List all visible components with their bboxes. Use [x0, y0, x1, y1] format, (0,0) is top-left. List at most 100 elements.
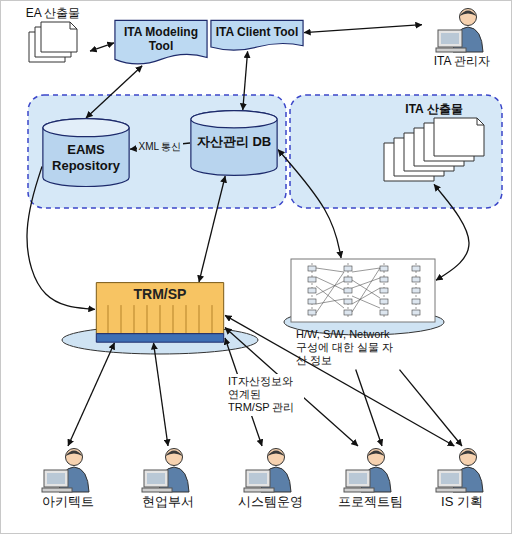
monitor-screen	[47, 473, 65, 484]
thumbnail-device	[344, 310, 352, 315]
thumbnail-device	[308, 266, 316, 271]
trm-stripe	[134, 305, 135, 333]
person-icon	[422, 6, 502, 54]
person-head	[460, 9, 477, 26]
keyboard	[42, 488, 72, 492]
trm-stripe	[147, 305, 148, 333]
node-label: IS 기획	[424, 494, 500, 510]
person-hair	[368, 451, 385, 457]
thumbnail-link	[352, 268, 380, 272]
cylinder-top	[191, 111, 277, 128]
thumbnail-device	[380, 299, 388, 304]
thumbnail-link	[316, 299, 344, 304]
keyboard	[142, 488, 172, 492]
document-page	[41, 22, 77, 52]
person-head	[460, 449, 477, 466]
connector-arrow	[356, 370, 382, 446]
thumbnail-device	[308, 277, 316, 282]
person-node: ITA 관리자	[422, 6, 502, 68]
keyboard	[436, 488, 466, 492]
node-label: EA 산출물	[16, 6, 90, 20]
monitor	[246, 470, 270, 487]
thumbnail-link	[352, 268, 380, 312]
connector-arrow	[243, 51, 248, 110]
person-node: 시스템운영	[230, 446, 310, 510]
trm-stripe	[108, 305, 109, 333]
connector-arrow	[434, 184, 469, 280]
thumbnail-device	[308, 299, 316, 304]
database-cylinder: 자산관리 DB	[190, 110, 278, 176]
node-label: ITA 관리자	[422, 54, 502, 68]
person-node: 프로젝트팀	[330, 446, 410, 510]
trm-stripe	[199, 305, 200, 333]
trm-stripe	[186, 305, 187, 333]
person-node: 현업부서	[130, 446, 206, 510]
network-node: H/W, S/W, Network 구성에 대한 실물 자산 정보	[290, 258, 436, 370]
thumbnail-device	[412, 310, 420, 315]
monitor	[144, 470, 168, 487]
document-stack	[16, 20, 90, 70]
output-region	[290, 95, 502, 208]
note-label: IT자산정보와 연계된 TRM/SP 관리	[226, 374, 304, 416]
cylinder-body	[191, 111, 277, 176]
thumbnail-device	[308, 310, 316, 315]
trm-base	[96, 334, 223, 343]
trm-stripe	[121, 305, 122, 333]
thumbnail-link	[352, 278, 380, 288]
thumbnail-device	[308, 288, 316, 293]
monitor	[438, 470, 462, 487]
monitor	[438, 30, 462, 47]
person-hair	[460, 451, 477, 457]
document-shape	[115, 20, 207, 63]
thumbnail-device	[344, 288, 352, 293]
tool-document: ITA Client Tool	[210, 20, 304, 51]
page-fold	[70, 22, 77, 29]
node-label: H/W, S/W, Network 구성에 대한 실물 자산 정보	[296, 328, 400, 368]
page-fold	[477, 118, 484, 125]
document-stack-node: EA 산출물	[16, 6, 90, 70]
person-hair	[460, 11, 477, 17]
person-head	[166, 449, 183, 466]
keyboard	[436, 48, 466, 52]
monitor	[44, 470, 68, 487]
monitor-screen	[441, 33, 459, 44]
thumbnail-link	[316, 272, 344, 313]
thumbnail-device	[344, 266, 352, 271]
connector-arrow	[68, 343, 115, 446]
person-icon	[130, 446, 206, 494]
monitor-screen	[441, 473, 459, 484]
monitor-screen	[147, 473, 165, 484]
thumbnail-device	[412, 299, 420, 304]
thumbnail-link	[352, 296, 380, 308]
node-label: 프로젝트팀	[330, 494, 410, 510]
cylinder-top	[43, 119, 129, 137]
trm-stripe	[212, 305, 213, 333]
person-node: IS 기획	[424, 446, 500, 510]
document-stack	[376, 116, 492, 184]
node-label: 자산관리 DB	[194, 134, 274, 150]
trm-body	[96, 283, 223, 334]
thumbnail-device	[344, 299, 352, 304]
connector-arrow	[225, 315, 454, 446]
repository-region	[28, 95, 286, 208]
thumbnail-device	[380, 266, 388, 271]
connector-arrow	[278, 150, 341, 258]
trm-stripe	[173, 305, 174, 333]
connector-arrow	[154, 343, 169, 446]
node-label: 시스템운영	[230, 494, 310, 510]
person-node: 아키텍트	[30, 446, 106, 510]
thumbnail-device	[412, 277, 420, 282]
node-label: 아키텍트	[30, 494, 106, 510]
thumbnail-device	[380, 288, 388, 293]
cylinder-body	[43, 119, 129, 187]
monitor-screen	[249, 473, 267, 484]
person-icon	[424, 446, 500, 494]
thumbnail-device	[412, 266, 420, 271]
database-cylinder: EAMS Repository	[42, 118, 130, 187]
thumbnail-link	[316, 286, 344, 308]
document-stack-node: ITA 산출물	[376, 102, 492, 184]
document-shape	[211, 20, 303, 50]
trm-stripe	[160, 305, 161, 333]
tool-document: ITA Modeling Tool	[114, 20, 208, 66]
